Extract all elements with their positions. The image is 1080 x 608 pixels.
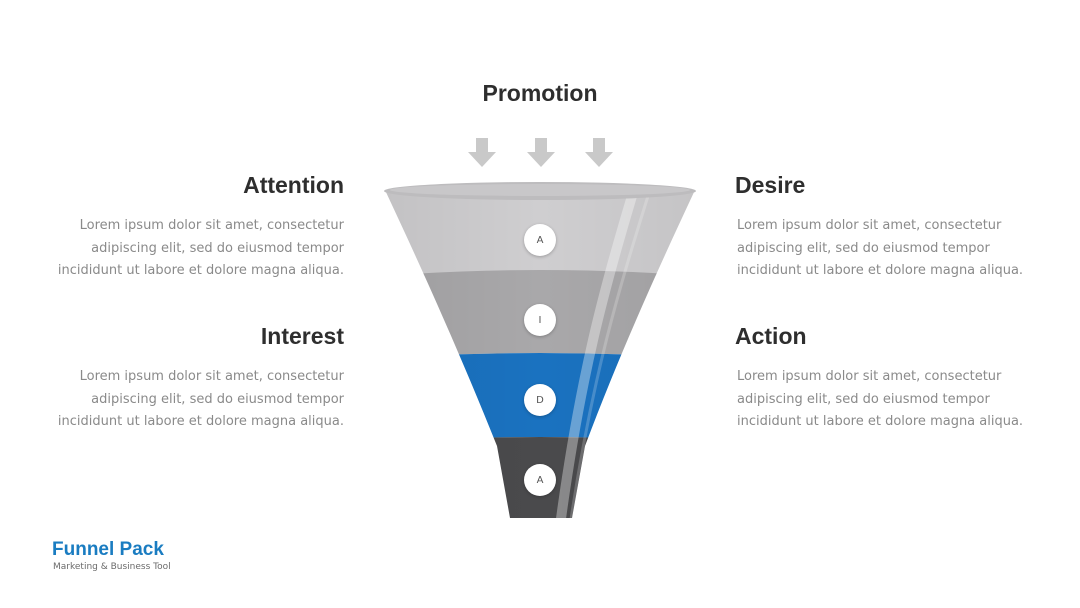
stage-text-attention: Lorem ipsum dolor sit amet, consectetur …	[57, 218, 344, 278]
stage-text-desire: Lorem ipsum dolor sit amet, consectetur …	[737, 218, 1024, 278]
stage-badge-desire: D	[524, 384, 556, 416]
down-arrow-icon	[585, 138, 613, 167]
stage-heading-desire: Desire	[735, 172, 806, 198]
stage-heading-interest: Interest	[260, 323, 344, 349]
brand-title: Funnel Pack	[52, 539, 164, 560]
stage-badge-interest: I	[524, 304, 556, 336]
diagram-title: Promotion	[482, 80, 598, 106]
stage-badge-action: A	[524, 464, 556, 496]
brand-subtitle: Marketing & Business Tool	[53, 562, 171, 572]
down-arrow-icon	[468, 138, 496, 167]
down-arrow-icon	[527, 138, 555, 167]
stage-text-action: Lorem ipsum dolor sit amet, consectetur …	[737, 369, 1024, 429]
funnel-graphic	[384, 182, 696, 518]
stage-badge-attention: A	[524, 224, 556, 256]
stage-heading-attention: Attention	[243, 172, 344, 198]
stage-text-interest: Lorem ipsum dolor sit amet, consectetur …	[57, 369, 344, 429]
stage-heading-action: Action	[735, 323, 807, 349]
